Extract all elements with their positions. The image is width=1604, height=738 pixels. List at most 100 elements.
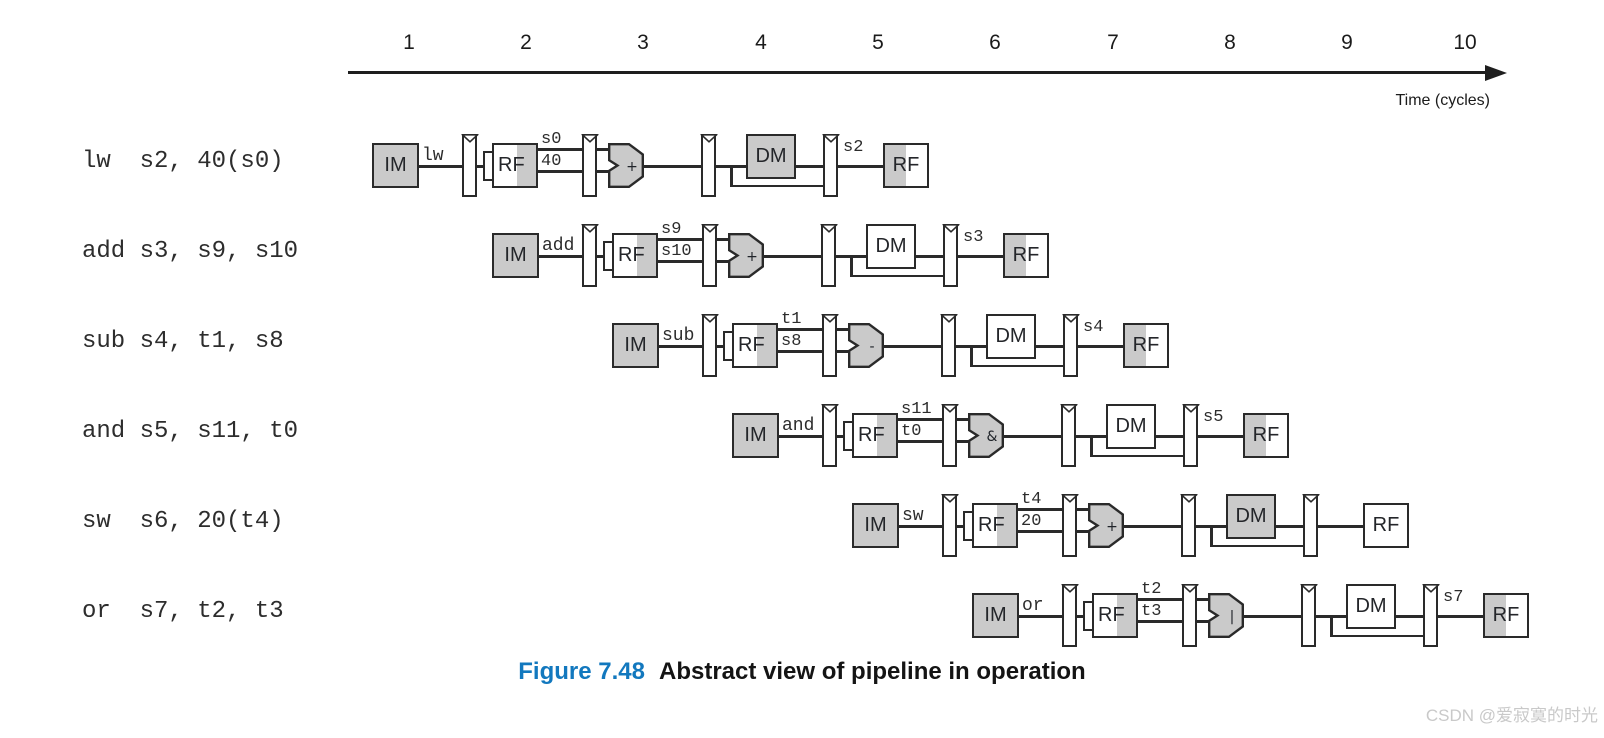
watermark: CSDN @爱寂寞的时光	[1425, 706, 1598, 725]
alu-op-label: &	[987, 429, 998, 445]
wire	[1019, 615, 1062, 618]
dm-bypass-wire	[1330, 634, 1423, 637]
data-memory-box: DM	[1346, 584, 1396, 629]
wire	[779, 435, 822, 438]
wire	[1276, 525, 1303, 528]
wire	[837, 328, 849, 331]
instruction-label: sub s4, t1, s8	[82, 328, 284, 355]
pipeline-register	[1061, 584, 1078, 647]
clock-wedge-icon	[942, 224, 959, 233]
wire	[597, 170, 609, 173]
pipeline-register	[1302, 494, 1319, 557]
dm-bypass-wire	[850, 274, 943, 277]
instruction-memory-box: IM	[972, 593, 1019, 638]
source1-label: s9	[661, 220, 682, 239]
pipeline-register	[581, 224, 598, 287]
data-memory-box: DM	[866, 224, 916, 269]
alu-shape: &	[968, 413, 1004, 458]
dm-bypass-wire	[1090, 454, 1183, 457]
register-file-read-box: RF	[972, 503, 1018, 548]
mnemonic-label: sw	[902, 506, 924, 526]
dm-label: DM	[1115, 415, 1147, 437]
source2-label: s8	[781, 332, 802, 351]
pipeline-row-sub: IM sub RF t1 s8 - DM s4 RF	[612, 301, 1172, 383]
wire	[1123, 525, 1181, 528]
clock-wedge-icon	[581, 134, 598, 143]
source1-label: s0	[541, 130, 562, 149]
pipeline-register	[701, 314, 718, 377]
pipeline-register	[820, 224, 837, 287]
wire	[643, 165, 701, 168]
instruction-label: sw s6, 20(t4)	[82, 508, 284, 535]
clock-wedge-icon	[1422, 584, 1439, 593]
instruction-memory-box: IM	[612, 323, 659, 368]
rf-label: RF	[1252, 424, 1280, 446]
instruction-memory-box: IM	[372, 143, 419, 188]
clock-wedge-icon	[940, 314, 957, 323]
clock-wedge-icon	[820, 224, 837, 233]
dm-bypass-wire	[730, 165, 733, 186]
source2-label: t0	[901, 422, 922, 441]
dm-label: DM	[1355, 595, 1387, 617]
pipeline-register	[1180, 494, 1197, 557]
pipeline-register	[581, 134, 598, 197]
im-label: IM	[384, 154, 407, 176]
wire	[958, 255, 1003, 258]
pipeline-register	[940, 314, 957, 377]
wire	[883, 345, 941, 348]
pipeline-register	[821, 314, 838, 377]
wire	[1078, 345, 1123, 348]
result-label: s5	[1203, 408, 1224, 427]
source1-label: t4	[1021, 490, 1042, 509]
im-label: IM	[984, 604, 1007, 626]
clock-wedge-icon	[461, 134, 478, 143]
instruction-memory-box: IM	[492, 233, 539, 278]
rf-write-shade	[1005, 235, 1026, 276]
register-file-write-box: RF	[1363, 503, 1409, 548]
wire	[1138, 620, 1182, 623]
wire	[957, 525, 965, 528]
result-label: s3	[963, 228, 984, 247]
wire	[658, 238, 702, 241]
instruction-label: lw s2, 40(s0)	[82, 148, 284, 175]
data-memory-box: DM	[1226, 494, 1276, 539]
dm-label: DM	[875, 235, 907, 257]
mnemonic-label: or	[1022, 596, 1044, 616]
rf-read-shade	[637, 235, 656, 276]
dm-bypass-wire	[970, 345, 973, 366]
wire	[1438, 615, 1483, 618]
clock-wedge-icon	[701, 224, 718, 233]
rf-label: RF	[892, 154, 920, 176]
rf-read-shade	[1117, 595, 1136, 636]
result-label: s4	[1083, 318, 1104, 337]
wire	[899, 525, 942, 528]
rf-label: RF	[858, 424, 885, 446]
mnemonic-label: sub	[662, 326, 695, 346]
instruction-label: or s7, t2, t3	[82, 598, 284, 625]
pipeline-row-add: IM add RF s9 s10 + DM s3 RF	[492, 211, 1052, 293]
dm-bypass-wire	[1090, 435, 1093, 456]
rf-label: RF	[1098, 604, 1125, 626]
wire	[1396, 615, 1423, 618]
time-axis-line	[348, 71, 1488, 74]
mnemonic-label: and	[782, 416, 815, 436]
im-label: IM	[864, 514, 887, 536]
clock-wedge-icon	[581, 224, 598, 233]
result-label: s2	[843, 138, 864, 157]
register-file-write-box: RF	[1483, 593, 1529, 638]
dm-bypass-wire	[1210, 525, 1213, 546]
pipeline-row-or: IM or RF t2 t3 | DM s7 RF	[972, 571, 1532, 653]
alu-op-label: |	[1230, 609, 1235, 625]
source2-label: s10	[661, 242, 692, 261]
axis-tick: 1	[403, 31, 415, 54]
axis-tick: 9	[1341, 31, 1353, 54]
wire	[1156, 435, 1183, 438]
clock-wedge-icon	[1062, 314, 1079, 323]
wire	[1018, 530, 1062, 533]
mnemonic-label: add	[542, 236, 575, 256]
alu-shape: |	[1208, 593, 1244, 638]
wire	[538, 148, 582, 151]
axis-tick: 2	[520, 31, 532, 54]
im-label: IM	[624, 334, 647, 356]
